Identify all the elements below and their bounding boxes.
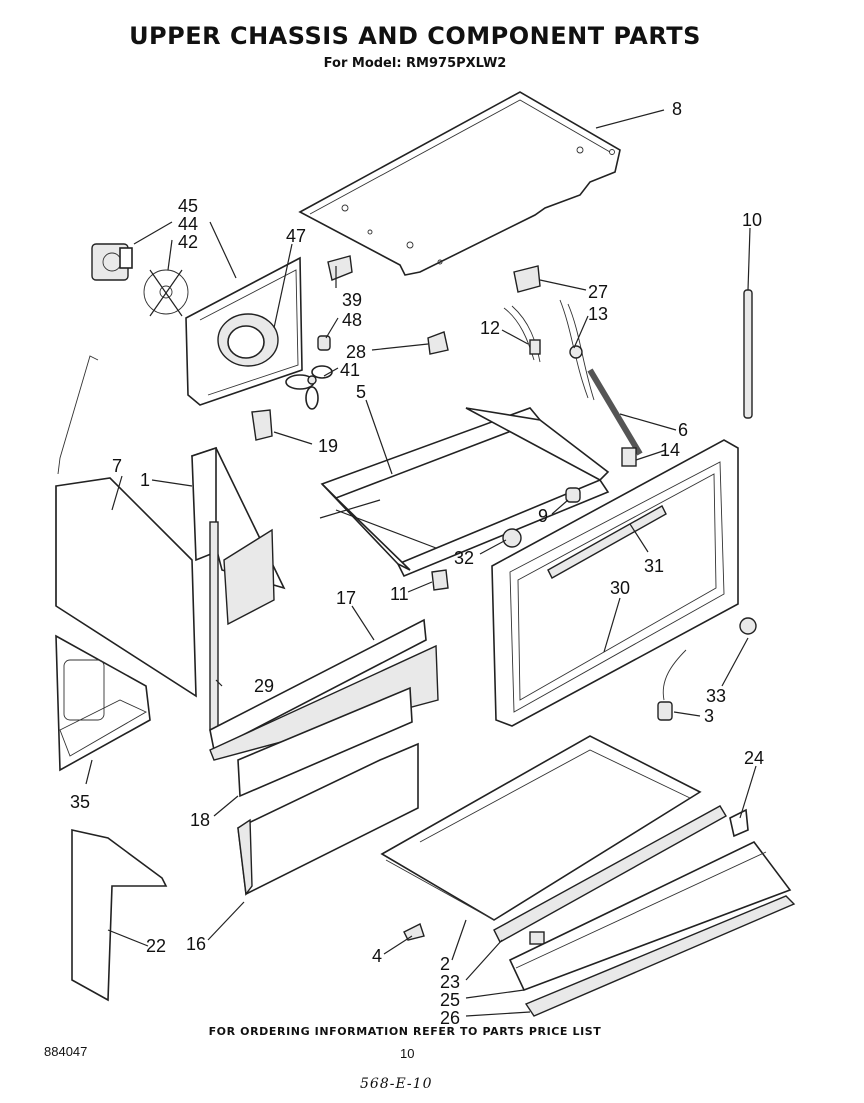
callout-31: 31 [644,556,664,576]
part-17-channel [209,618,439,761]
part-42-fan-bracket [143,269,189,317]
part-32-switch [502,528,522,548]
callout-9: 9 [538,506,548,526]
callout-12: 12 [480,318,500,338]
callout-23: 23 [440,972,460,992]
leader-lines [85,109,757,1017]
callout-45: 45 [178,196,198,216]
callout-22: 22 [146,936,166,956]
callout-44: 44 [178,214,198,234]
callout-48: 48 [342,310,362,330]
callout-13: 13 [588,304,608,324]
part-25-reflector [508,840,792,992]
callout-6: 6 [678,420,688,440]
page-number: 10 [400,1046,415,1061]
callout-3: 3 [704,706,714,726]
callout-2: 2 [440,954,450,974]
callout-7: 7 [112,456,122,476]
callout-10: 10 [742,210,762,230]
part-26-rail [524,895,796,1017]
callout-labels: 8 10 45 44 42 47 39 48 27 12 13 28 41 5 … [70,99,764,1028]
callout-47: 47 [286,226,306,246]
part-28-clip [427,331,449,355]
handwritten-note: 568-E-10 [360,1076,433,1092]
callout-28: 28 [346,342,366,362]
part-11-clip [431,569,449,591]
callout-5: 5 [356,382,366,402]
part-10-rod [743,289,753,419]
callout-35: 35 [70,792,90,812]
part-4-clip [403,923,425,941]
part-16-cover [237,742,419,896]
callout-18: 18 [190,810,210,830]
callout-19: 19 [318,436,338,456]
part-12-13-wiring [503,299,595,401]
part-19-clip [251,409,273,441]
callout-14: 14 [660,440,680,460]
part-2-tray [380,735,702,921]
part-33-bulb [739,617,757,635]
part-3-lampholder [657,649,687,721]
part-18-panel [237,686,413,798]
callout-26: 26 [440,1008,460,1028]
part-27-bracket [513,265,541,293]
callout-42: 42 [178,232,198,252]
callout-24: 24 [744,748,764,768]
part-47-fan-housing [185,256,303,406]
callout-4: 4 [372,946,382,966]
callout-41: 41 [340,360,360,380]
part-44-motor [91,243,133,281]
part-30-door [491,439,739,727]
part-1-bracket [191,446,286,626]
callout-1: 1 [140,470,150,490]
callout-39: 39 [342,290,362,310]
part-7-side-panel [55,355,197,698]
callout-27: 27 [588,282,608,302]
part-8-top-cover [298,91,621,276]
ordering-note: FOR ORDERING INFORMATION REFER TO PARTS … [208,1025,602,1038]
callout-30: 30 [610,578,630,598]
callout-11: 11 [390,584,409,604]
part-48-grommet [317,335,331,351]
part-22-corner-panel [71,829,168,1002]
part-24-lamp-end [729,808,749,838]
part-39-clip [327,255,353,281]
part-31-handle [547,505,667,579]
model-subtitle: For Model: RM975PXLW2 [323,56,507,71]
part-9-knob [565,487,581,503]
part-6-rod [587,368,643,456]
callout-33: 33 [706,686,726,706]
callout-32: 32 [454,548,474,568]
callout-16: 16 [186,934,206,954]
document-number: 884047 [44,1044,88,1059]
page-title: UPPER CHASSIS AND COMPONENT PARTS [129,22,701,50]
callout-8: 8 [672,99,682,119]
part-14-bracket [621,447,637,467]
callout-25: 25 [440,990,460,1010]
part-23-tube [493,805,727,945]
part-41-fan-blade [285,365,333,410]
part-35-lower-panel [55,634,151,772]
part-29-strip [209,521,219,731]
callout-29: 29 [254,676,274,696]
callout-17: 17 [336,588,356,608]
part-5-frame [319,407,610,578]
